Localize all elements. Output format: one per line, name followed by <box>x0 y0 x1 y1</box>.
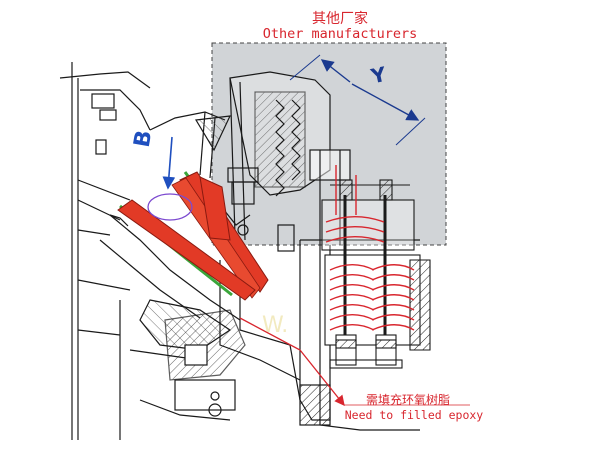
title-en: Other manufacturers <box>263 26 417 42</box>
adjustment-ring <box>229 71 351 245</box>
highlighted-liners <box>117 171 269 301</box>
callout-en: Need to filled epoxy <box>345 408 484 422</box>
other-manufacturers-panel <box>211 42 447 246</box>
mantle-head <box>99 214 246 440</box>
main-frame <box>219 239 420 431</box>
spring-assembly <box>321 179 431 369</box>
title-cn: 其他厂家 <box>312 10 368 27</box>
feed-plate <box>149 111 232 179</box>
faint-watermark: W. <box>262 313 288 338</box>
crusher-left-frame <box>59 62 151 440</box>
dimension-y <box>289 54 426 146</box>
epoxy-callout-leader <box>239 317 470 407</box>
dimension-y-label: Y <box>368 62 389 89</box>
spring-coils <box>325 165 415 331</box>
callout-cn: 需填充环氧树脂 <box>366 392 450 407</box>
section-b-label: B <box>130 128 158 149</box>
section-b-marker <box>147 136 193 221</box>
